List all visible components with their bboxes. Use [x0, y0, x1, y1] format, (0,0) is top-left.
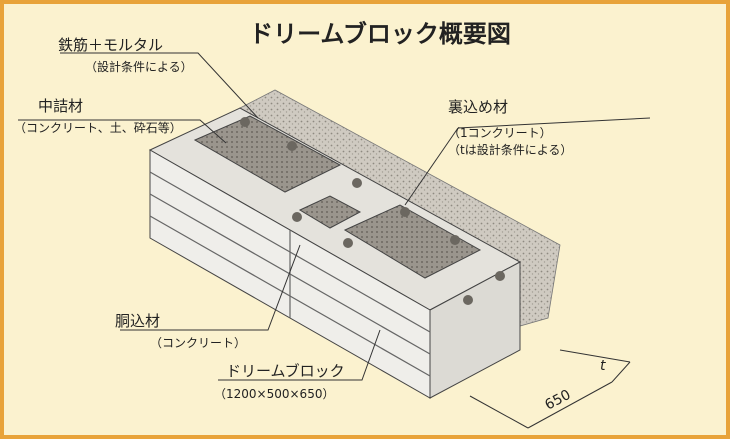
- rebar-label: 鉄筋＋モルタル: [58, 36, 163, 54]
- infill-label: 中詰材: [38, 97, 83, 115]
- block-note: （1200×500×650）: [214, 387, 334, 401]
- block-label: ドリームブロック: [226, 362, 345, 380]
- infill-note: （コンクリート、土、砕石等）: [14, 120, 182, 135]
- core-label: 胴込材: [115, 312, 160, 330]
- depth-dimension: 650: [542, 387, 573, 414]
- center-joint: [298, 195, 362, 229]
- backfill-label: 裏込め材: [448, 98, 508, 116]
- diagram-title: ドリームブロック概要図: [249, 20, 511, 48]
- thickness-dimension: t: [600, 358, 606, 374]
- rebar-holes: [240, 117, 505, 305]
- leader-lines: [18, 52, 651, 381]
- rebar-note: （設計条件による）: [85, 59, 193, 74]
- right-cavity: [343, 204, 482, 279]
- dimension-lines: [469, 349, 631, 429]
- front-grooves: [149, 171, 431, 377]
- backfill-note2: （tは設計条件による）: [448, 142, 572, 157]
- block-end: [429, 261, 521, 399]
- core-note: （コンクリート）: [150, 336, 246, 350]
- left-cavity: [193, 115, 342, 193]
- backfill-note: （1コンクリート）: [448, 126, 552, 140]
